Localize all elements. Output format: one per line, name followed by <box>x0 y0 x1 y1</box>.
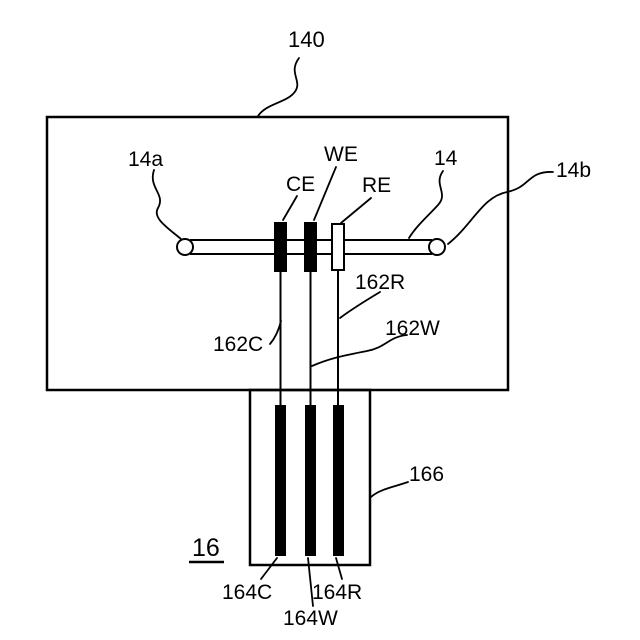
we-electrode <box>304 222 317 272</box>
label-164c: 164C <box>222 581 272 604</box>
label-166: 166 <box>409 463 444 486</box>
label-162c: 162C <box>213 333 263 356</box>
label-162w: 162W <box>385 317 440 340</box>
terminal-bar-164r <box>333 405 344 556</box>
ce-electrode <box>274 222 287 272</box>
label-14a: 14a <box>128 148 163 171</box>
leader-line-14a <box>151 169 182 240</box>
leader-line-14 <box>408 170 444 239</box>
leader-line-re <box>340 197 372 224</box>
terminal-bar-164c <box>275 405 286 556</box>
leader-line-14b <box>447 171 554 245</box>
label-140: 140 <box>288 27 325 52</box>
terminal-bar-164w <box>305 405 316 556</box>
leader-line-140 <box>257 57 300 117</box>
leader-line-166 <box>370 481 409 498</box>
leader-line-162r <box>339 291 381 319</box>
leader-line-164w <box>307 557 314 607</box>
leader-line-we <box>313 166 337 221</box>
label-14: 14 <box>434 147 458 170</box>
leader-line-162w <box>311 334 408 367</box>
leader-line-164c <box>260 557 278 580</box>
label-14b: 14b <box>556 159 591 182</box>
leader-line-164r <box>335 557 343 580</box>
leader-line-162c <box>269 320 282 345</box>
re-electrode <box>331 223 345 271</box>
label-162r: 162R <box>355 271 405 294</box>
tube-right-end <box>428 238 446 256</box>
label-ce: CE <box>286 173 315 196</box>
tube-left-end <box>176 238 194 256</box>
label-re: RE <box>362 174 391 197</box>
label-164r: 164R <box>312 581 362 604</box>
leader-line-ce <box>282 195 298 221</box>
label-16: 16 <box>192 534 220 562</box>
label-we: WE <box>324 143 358 166</box>
label-164w: 164W <box>283 607 338 630</box>
